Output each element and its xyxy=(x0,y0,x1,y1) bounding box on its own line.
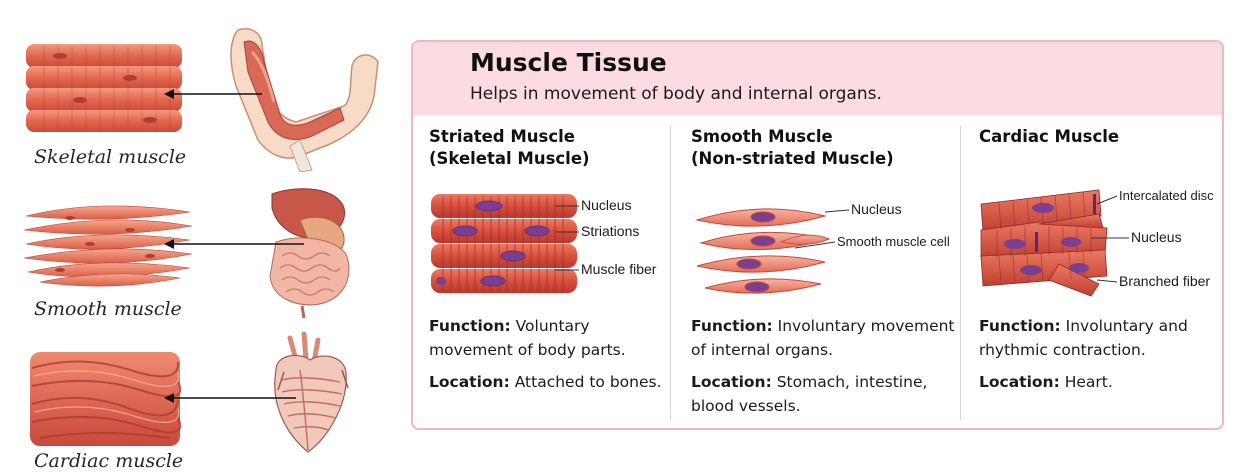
label-nucleus: Nucleus xyxy=(581,197,632,213)
cardiac-leader-lines xyxy=(1091,195,1129,283)
muscle-tissue-card: Muscle Tissue Helps in movement of body … xyxy=(411,40,1224,430)
card-subtitle: Helps in movement of body and internal o… xyxy=(470,84,882,104)
card-header: Muscle Tissue Helps in movement of body … xyxy=(413,42,1222,115)
cardiac-fiber-block xyxy=(30,352,182,446)
arrow-cardiac xyxy=(164,393,296,403)
location-text: Location: Heart. xyxy=(979,370,1113,394)
digestive-organs-illustration xyxy=(269,188,350,319)
location-text: Location: Attached to bones. xyxy=(429,370,662,394)
heart-illustration xyxy=(274,331,349,453)
arrow-skeletal xyxy=(164,89,262,99)
cardiac-muscle-row: Cardiac muscle xyxy=(0,330,400,472)
function-label: Function: xyxy=(691,317,773,335)
function-text: Function: Voluntary movement of body par… xyxy=(429,314,669,362)
striated-fibers xyxy=(431,194,577,293)
location-label: Location: xyxy=(691,373,772,391)
smooth-muscle-illustration xyxy=(23,188,350,319)
column-title: Striated Muscle xyxy=(429,127,575,146)
location-text: Location: Stomach, intestine, blood vess… xyxy=(691,370,959,418)
label-smooth-muscle-cell: Smooth muscle cell xyxy=(837,234,950,249)
cardiac-muscle-column: Cardiac Muscle xyxy=(979,126,1222,426)
location-value: Attached to bones. xyxy=(514,373,662,391)
label-branched-fiber: Branched fiber xyxy=(1119,273,1210,289)
location-label: Location: xyxy=(429,373,510,391)
function-text: Function: Involuntary movement of intern… xyxy=(691,314,959,362)
smooth-cells xyxy=(695,208,831,294)
striated-muscle-column: Striated Muscle (Skeletal Muscle) xyxy=(429,126,669,426)
function-text: Function: Involuntary and rhythmic contr… xyxy=(979,314,1222,362)
location-label: Location: xyxy=(979,373,1060,391)
label-nucleus: Nucleus xyxy=(1131,229,1182,245)
location-value: Stomach, intestine, blood vessels. xyxy=(691,373,928,415)
skeletal-muscle-illustration xyxy=(26,28,379,172)
label-striations: Striations xyxy=(581,223,639,239)
column-subtitle: (Skeletal Muscle) xyxy=(429,149,590,168)
label-muscle-fiber: Muscle fiber xyxy=(581,261,657,277)
column-title: Smooth Muscle xyxy=(691,127,833,146)
function-value: Involuntary and rhythmic contraction. xyxy=(979,317,1188,359)
cardiac-muscle-diagram: Intercalated disc Nucleus Branched fiber xyxy=(980,188,1214,297)
function-value: Involuntary movement of internal organs. xyxy=(691,317,955,359)
cardiac-muscle-illustration xyxy=(30,331,349,453)
skeletal-muscle-caption: Skeletal muscle xyxy=(34,146,187,168)
function-label: Function: xyxy=(429,317,511,335)
smooth-leader-lines xyxy=(794,209,850,249)
label-intercalated-disc: Intercalated disc xyxy=(1119,188,1214,203)
skeletal-muscle-row: Skeletal muscle xyxy=(0,22,400,172)
striated-muscle-diagram: Nucleus Striations Muscle fiber xyxy=(431,194,657,293)
arrow-smooth xyxy=(164,239,304,249)
smooth-muscle-diagram: Nucleus Smooth muscle cell xyxy=(695,201,950,294)
column-divider xyxy=(670,126,671,420)
smooth-muscle-column: Smooth Muscle (Non-striated Muscle) xyxy=(691,126,959,426)
smooth-fiber-sheet xyxy=(23,205,193,287)
column-divider xyxy=(960,126,961,420)
label-nucleus: Nucleus xyxy=(851,201,902,217)
column-subtitle: (Non-striated Muscle) xyxy=(691,149,894,168)
striated-leader-lines xyxy=(555,205,579,271)
smooth-muscle-row: Smooth muscle xyxy=(0,178,400,328)
function-value: Voluntary movement of body parts. xyxy=(429,317,626,359)
function-label: Function: xyxy=(979,317,1061,335)
arm-illustration xyxy=(230,28,379,172)
smooth-muscle-caption: Smooth muscle xyxy=(34,298,182,320)
location-value: Heart. xyxy=(1064,373,1113,391)
cardiac-fibers xyxy=(980,189,1108,297)
card-title: Muscle Tissue xyxy=(470,48,667,77)
column-title: Cardiac Muscle xyxy=(979,127,1120,146)
cardiac-muscle-caption: Cardiac muscle xyxy=(34,450,184,472)
skeletal-fiber-bundle xyxy=(26,44,182,132)
